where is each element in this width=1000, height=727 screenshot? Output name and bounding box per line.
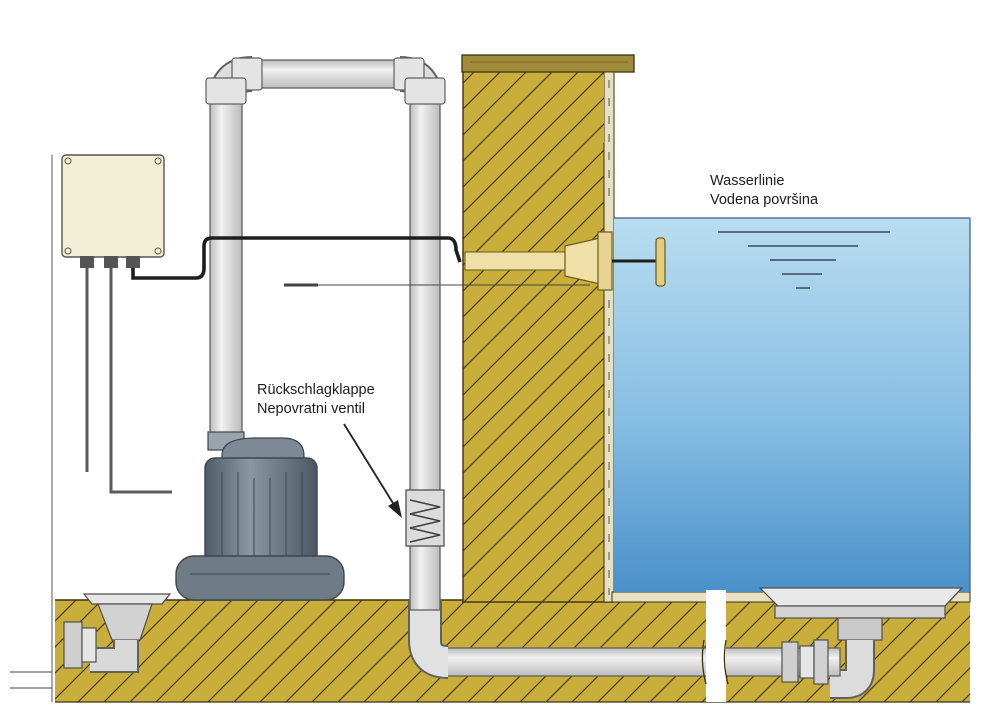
main-drain bbox=[758, 587, 964, 699]
check-valve-label: Rückschlagklappe Nepovratni ventil bbox=[257, 381, 375, 419]
suction-riser bbox=[408, 99, 450, 679]
check-valve-label-hr: Nepovratni ventil bbox=[257, 401, 365, 417]
check-valve-label-de: Rückschlagklappe bbox=[257, 382, 375, 398]
water-line-label-hr: Vodena površina bbox=[710, 192, 819, 208]
water-line-label-de: Wasserlinie bbox=[710, 173, 785, 189]
pressure-pipe-loop bbox=[205, 56, 446, 441]
check-valve-pointer bbox=[343, 423, 402, 518]
control-box-icon bbox=[61, 154, 172, 494]
suction-pipe bbox=[439, 590, 841, 702]
floor-drain-left bbox=[10, 593, 172, 689]
pool-wall bbox=[461, 54, 635, 603]
pool-water bbox=[614, 217, 971, 592]
pump-motor-icon bbox=[175, 431, 345, 601]
jet-nozzle bbox=[464, 231, 666, 291]
control-cable bbox=[131, 236, 590, 287]
water-level-symbol bbox=[718, 231, 890, 289]
check-valve bbox=[405, 489, 445, 547]
water-line-label: Wasserlinie Vodena površina bbox=[710, 172, 818, 210]
